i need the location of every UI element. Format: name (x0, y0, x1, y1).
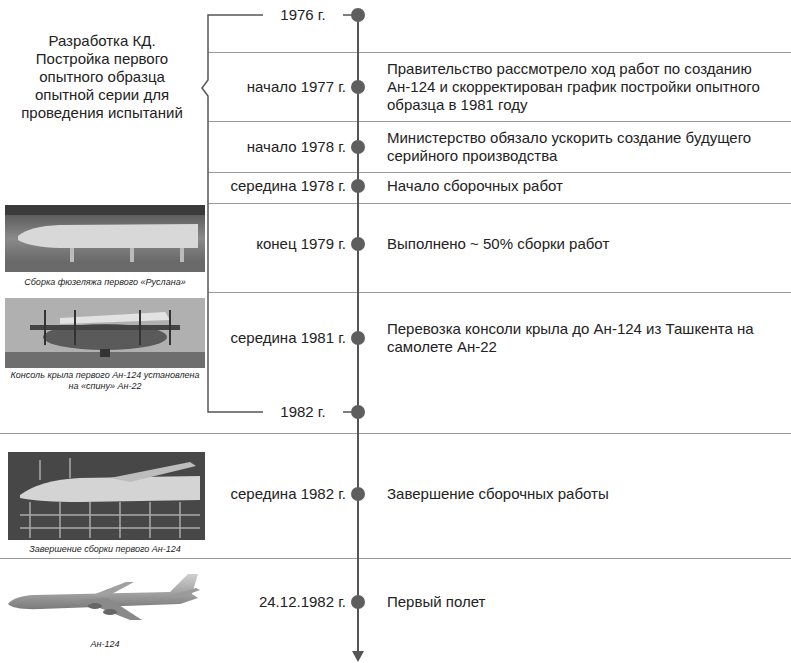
event-text: Министерство обязало ускорить создание б… (387, 129, 785, 165)
timeline-dots-part (351, 179, 365, 193)
date-label: 24.12.1982 г. (212, 593, 346, 611)
photo-assembly-complete-part-part (69, 458, 71, 478)
row-separators-part (208, 203, 791, 204)
row-separators-part (208, 292, 791, 293)
photo-assembly-complete-part-part (20, 514, 200, 516)
row-separators-part (208, 52, 791, 53)
period-note: Разработка КД. Постройка первого опытног… (12, 32, 192, 122)
photo-assembly-complete-part-part (119, 502, 121, 538)
photo-assembly-complete-part (8, 452, 205, 540)
photo-an22-wing-transport-part (60, 312, 170, 324)
photo-fuselage-assembly-part (5, 262, 205, 272)
photo-assembly-complete-part-part (59, 502, 61, 538)
event-text: Завершение сборочных работы (387, 485, 785, 503)
photo-assembly-complete-part-part (29, 502, 31, 538)
timeline-axis (352, 15, 364, 662)
date-label: начало 1978 г. (212, 138, 346, 156)
timeline-axis-part (352, 651, 364, 662)
an124-silhouette-part (88, 603, 102, 609)
date-label: конец 1979 г. (212, 235, 346, 253)
photo-assembly-complete-part-part (20, 527, 200, 529)
photo-an22-wing-transport (5, 298, 205, 368)
event-text: Начало сборочных работ (387, 177, 785, 195)
event-text: Правительство рассмотрело ход работ по с… (387, 60, 785, 114)
period-bracket-part (202, 15, 358, 412)
photo-fuselage-assembly (5, 205, 205, 272)
timeline-dots-part (351, 595, 365, 609)
photo-fuselage-assembly-part (5, 205, 205, 215)
photo-assembly-complete-part (20, 476, 200, 502)
photo-caption: Сборка фюзеляжа первого «Руслана» (5, 277, 205, 288)
photo-assembly-complete (8, 452, 205, 540)
photo-an22-wing-transport-part (139, 310, 141, 345)
date-label: середина 1981 г. (212, 329, 346, 347)
photo-an22-wing-transport-part (5, 298, 205, 368)
year-marker: 1982 г. (263, 403, 343, 421)
timeline-dots-part (351, 487, 365, 501)
period-bracket (202, 15, 358, 412)
row-separators-part (0, 558, 791, 559)
event-text: Выполнено ~ 50% сборки работ (387, 235, 785, 253)
photo-an22-wing-transport-part (169, 310, 171, 345)
photo-caption: Ан-124 (5, 639, 205, 650)
photo-an22-wing-transport-part (100, 349, 110, 357)
photo-an22-wing-transport-part (30, 325, 180, 330)
year-marker: 1976 г. (263, 6, 343, 24)
photo-fuselage-assembly-part (18, 224, 198, 248)
timeline-dots-part (351, 8, 365, 22)
row-separators-part (0, 433, 791, 434)
date-label: середина 1978 г. (212, 177, 346, 195)
an124-silhouette-part (90, 582, 134, 596)
photo-assembly-complete-part-part (149, 502, 151, 538)
row-separators-part (208, 121, 791, 122)
timeline-dots-part (351, 140, 365, 154)
event-text: Первый полет (387, 593, 785, 611)
an124-silhouette (8, 574, 200, 620)
photo-an22-wing-transport-part (44, 310, 46, 345)
row-separators-part (208, 172, 791, 173)
timeline-dots-part (351, 405, 365, 419)
timeline-dots-part (351, 80, 365, 94)
event-text: Перевозка консоли крыла до Ан-124 из Таш… (387, 320, 785, 356)
an124-silhouette-part (168, 588, 200, 598)
timeline-dots-part (351, 331, 365, 345)
photo-an22-wing-transport-part (74, 310, 76, 345)
an124-silhouette-part (103, 609, 117, 615)
photo-assembly-complete-part-part (89, 502, 91, 538)
row-separators (0, 53, 791, 559)
photo-caption: Завершение сборки первого Ан-124 (5, 544, 205, 555)
photo-assembly-complete-part-part (39, 460, 41, 480)
photo-fuselage-assembly-part (5, 205, 205, 272)
photo-assembly-complete-part (110, 462, 196, 482)
an124-silhouette-part (80, 598, 142, 620)
photo-assembly-complete-part-part (179, 502, 181, 538)
photo-assembly-complete-part (20, 458, 200, 538)
date-label: середина 1982 г. (212, 485, 346, 503)
date-label: начало 1977 г. (212, 78, 346, 96)
timeline-dots (351, 8, 365, 609)
timeline-dots-part (351, 237, 365, 251)
photo-caption: Консоль крыла первого Ан-124 установлена… (5, 370, 205, 392)
